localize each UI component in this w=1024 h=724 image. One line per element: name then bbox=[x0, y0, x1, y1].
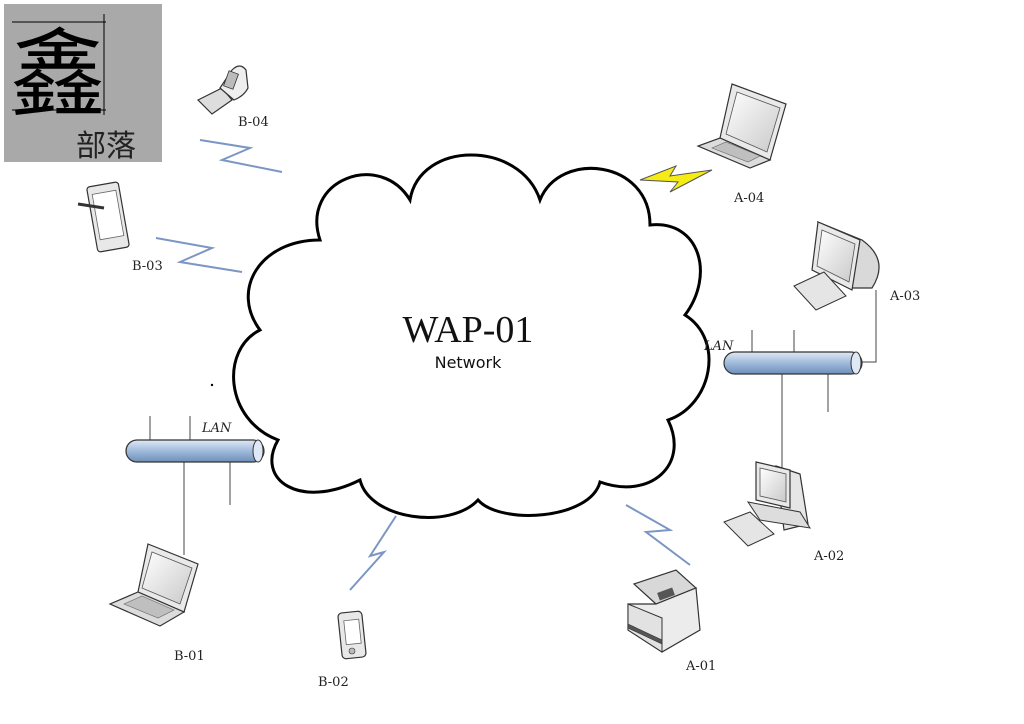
label-a03: A-03 bbox=[889, 289, 920, 304]
bolt-a01 bbox=[625, 504, 691, 566]
label-a02: A-02 bbox=[813, 549, 844, 564]
bolt-a04 bbox=[639, 165, 713, 193]
logo-subtext: 部落 bbox=[76, 129, 136, 164]
phone-icon bbox=[196, 65, 249, 115]
logo-background bbox=[4, 4, 162, 162]
label-a01: A-01 bbox=[685, 659, 716, 674]
stray-dot bbox=[210, 383, 214, 387]
lan-pipe-right bbox=[723, 351, 863, 375]
bolt-b03 bbox=[155, 237, 243, 273]
bolt-b04 bbox=[199, 139, 283, 173]
lan-right: LAN bbox=[703, 290, 877, 470]
tablet-icon bbox=[77, 181, 130, 253]
laptop-icon bbox=[696, 83, 787, 169]
label-a04: A-04 bbox=[733, 191, 764, 206]
label-b01: B-01 bbox=[174, 649, 205, 664]
printer-icon bbox=[627, 569, 701, 653]
pda-icon bbox=[337, 610, 367, 660]
desktop-icon bbox=[793, 220, 880, 311]
bolt-b02 bbox=[349, 515, 397, 591]
cloud-shape bbox=[232, 153, 711, 519]
cloud-subtitle: Network bbox=[435, 353, 503, 372]
workstation-icon bbox=[723, 461, 812, 547]
label-b04: B-04 bbox=[238, 115, 269, 130]
logo-glyph: 鑫 bbox=[10, 19, 106, 131]
lan-label-left: LAN bbox=[201, 421, 232, 436]
logo: 鑫 部落 bbox=[4, 4, 162, 164]
wireless-links bbox=[155, 139, 713, 591]
wap-cloud: WAP-01 Network bbox=[232, 153, 711, 519]
lan-pipe-left bbox=[125, 439, 265, 463]
label-b02: B-02 bbox=[318, 675, 349, 690]
lan-left: LAN bbox=[125, 416, 265, 555]
label-b03: B-03 bbox=[132, 259, 163, 274]
cloud-title: WAP-01 bbox=[403, 309, 534, 351]
lan-label-right: LAN bbox=[703, 339, 734, 354]
laptop-icon-b01 bbox=[108, 543, 199, 627]
